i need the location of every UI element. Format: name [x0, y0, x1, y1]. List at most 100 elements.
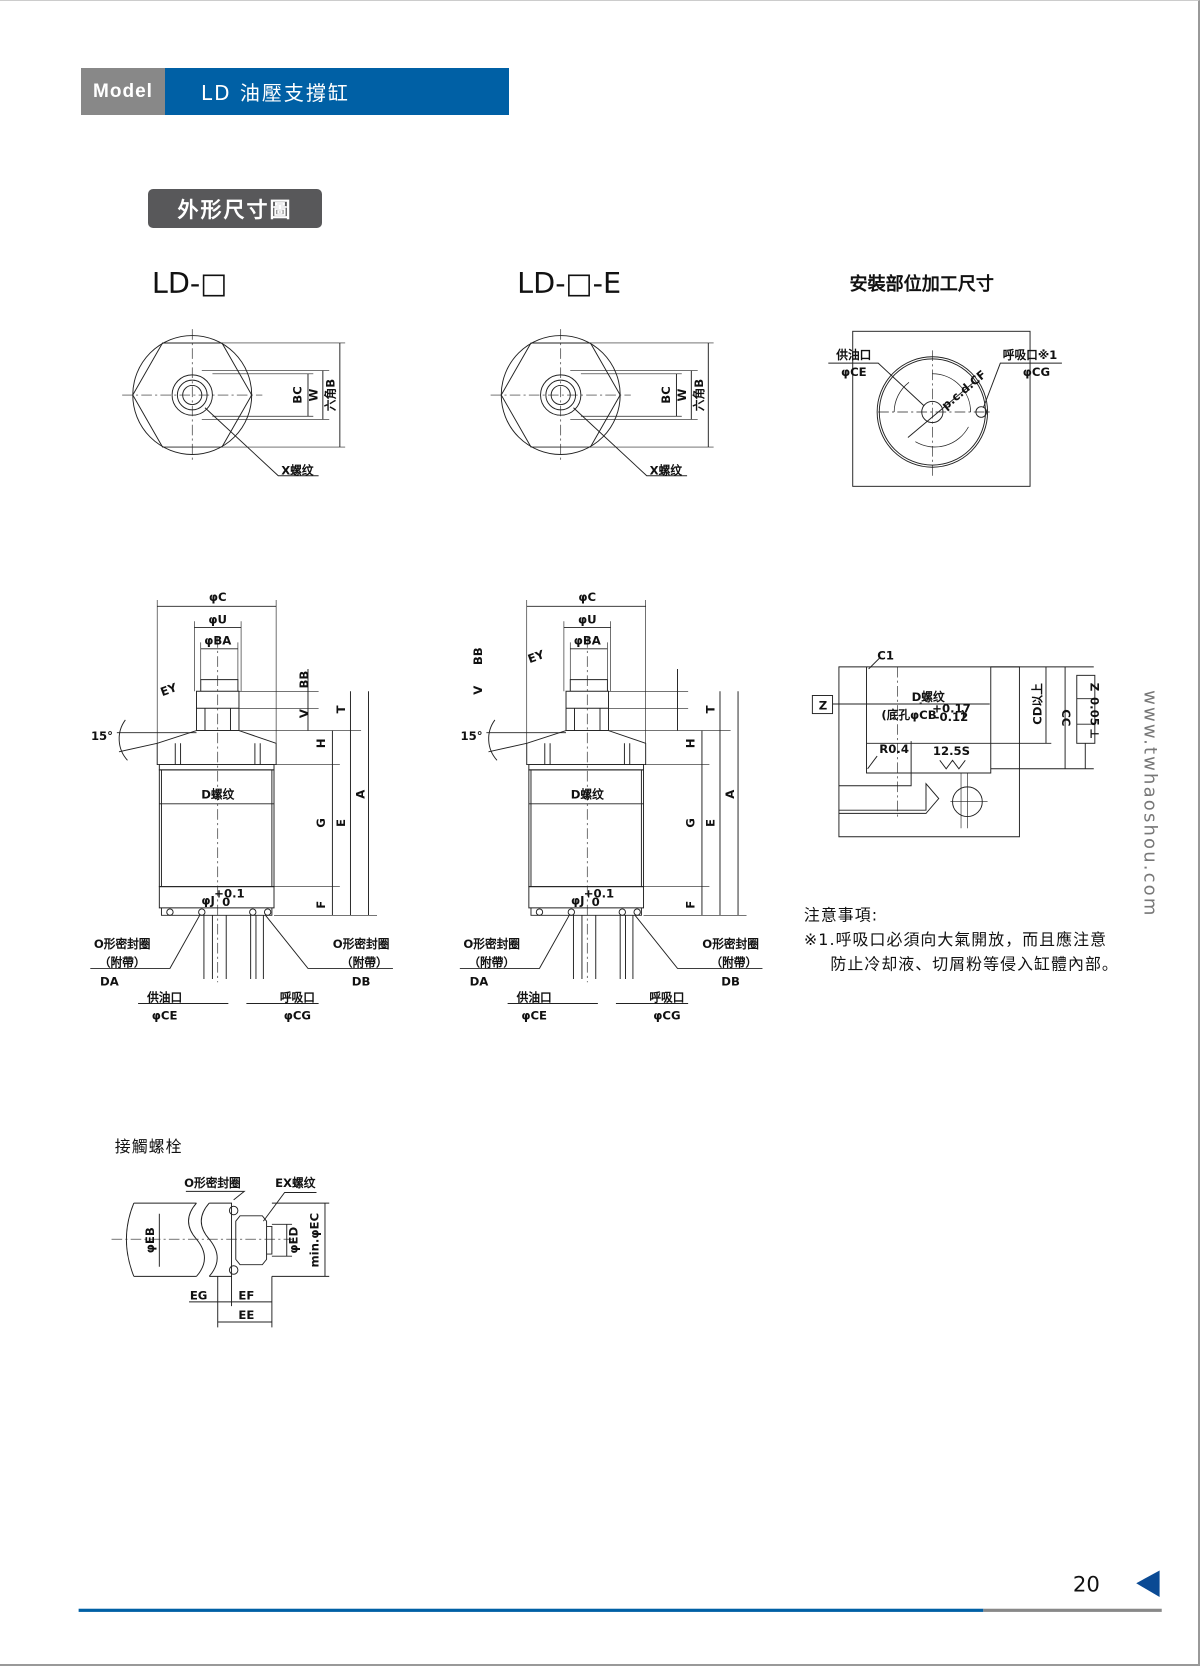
dimension-label: R0.4: [879, 742, 909, 756]
dimension-label: D螺纹: [201, 788, 234, 802]
o-ring-section: [198, 908, 206, 916]
dimension-label: -0.12: [935, 710, 969, 724]
dimension-label: φED: [286, 1227, 300, 1254]
dimension-label: φJ: [571, 894, 584, 908]
dimension-label: 0: [222, 895, 230, 909]
datum-box: [811, 695, 834, 715]
dimension-label: 供油口: [835, 348, 871, 362]
dimension-label: EE: [238, 1308, 254, 1322]
dimension-label: DA: [470, 974, 489, 988]
extension-line: [570, 342, 714, 448]
dimension-label: EG: [190, 1289, 208, 1303]
dimension-label: min.φEC: [308, 1213, 322, 1268]
center-line: [878, 350, 991, 476]
pcd-dimension-line: [907, 381, 975, 438]
dimension-label: Z: [819, 698, 827, 712]
model-label: Model: [81, 68, 165, 115]
o-ring-section: [249, 908, 257, 916]
dimension-label: φU: [208, 612, 227, 626]
dimension-label: 0: [592, 895, 600, 909]
o-ring-section: [535, 908, 544, 916]
dimension-label: A: [353, 790, 367, 799]
dimension-label: （附帶）: [99, 955, 146, 969]
o-ring-leader: [459, 915, 763, 969]
pcd-arc: [932, 373, 971, 413]
model-header-bar: Model LD 油壓支撐缸: [81, 68, 509, 115]
dimension-label: X螺纹: [281, 464, 314, 478]
dimension-label: 15°: [91, 729, 113, 743]
dimension-label: F: [684, 901, 698, 909]
port-lines: [572, 915, 634, 980]
dimension-line: [307, 342, 341, 448]
dimension-label: φC: [209, 590, 227, 604]
center-line: [490, 329, 631, 461]
extension-line: [526, 599, 646, 744]
dimension-label: EY: [158, 680, 179, 699]
dimension-label: 呼吸口※1: [1003, 348, 1057, 362]
dimension-label: EX螺纹: [275, 1176, 316, 1190]
dimension-line: [158, 1202, 330, 1277]
dimension-label: φBA: [204, 634, 231, 648]
dimension-label: φCG: [284, 1008, 311, 1022]
leader-supply: [828, 362, 925, 406]
extension-line: [201, 342, 346, 448]
dimension-label: +0.1: [584, 886, 614, 900]
dimension-label: X螺纹: [650, 464, 683, 478]
dimension-line: [189, 1276, 273, 1328]
section-title: 外形尺寸圖: [148, 189, 322, 228]
dimension-label: C1: [877, 648, 894, 662]
dimension-label: A: [723, 790, 737, 799]
dimension-label: O形密封圈: [463, 937, 520, 951]
roughness-symbol: [939, 759, 966, 770]
dimension-label: p.c.d.CF: [939, 367, 989, 412]
dimension-label: H: [314, 738, 328, 748]
groove: [528, 764, 645, 771]
dimension-label: BB: [471, 647, 485, 665]
dimension-label: O形密封圈: [333, 937, 390, 951]
view-title-ld-e: LD-□-E: [517, 266, 621, 300]
o-ring-section: [166, 908, 174, 916]
angle-arc: [118, 719, 128, 761]
dimension-label: φEB: [143, 1227, 157, 1253]
dimension-label: CC: [1059, 709, 1073, 726]
extension-line: [238, 690, 378, 916]
dimension-label: φBA: [574, 634, 601, 648]
dimension-label: H: [684, 738, 698, 748]
footer-rule-gray: [983, 1608, 1162, 1612]
o-ring-section: [567, 908, 575, 916]
center-line: [122, 329, 263, 461]
angle-arc: [488, 719, 498, 761]
model-title: LD 油壓支撐缸: [201, 81, 350, 105]
notes: 注意事項:※1.呼吸口必須向大氣開放，而且應注意防止冷却液、切屑粉等侵入缸體內部…: [804, 906, 1118, 974]
leader-line: [573, 407, 688, 477]
dimension-label: G: [684, 818, 698, 828]
breather-lines: [950, 773, 988, 829]
o-ring-section: [228, 1265, 239, 1275]
view-title-ld: LD-□: [152, 266, 227, 300]
dimension-label: T: [704, 705, 718, 713]
dimension-label: T: [334, 705, 348, 713]
mount-block: [852, 330, 1031, 487]
page-number: 20: [1073, 1573, 1100, 1598]
dimension-label: D螺纹: [912, 690, 945, 704]
dimension-label: EF: [238, 1289, 254, 1303]
dimension-label: CD以上: [1031, 683, 1045, 725]
view-title-mount: 安裝部位加工尺寸: [850, 273, 994, 295]
flange: [526, 730, 647, 766]
footer-rule-blue: [78, 1608, 984, 1612]
dimension-label: O形密封圈: [702, 937, 759, 951]
dimension-label: BB: [297, 671, 311, 689]
page-arrow-icon: [1136, 1570, 1160, 1598]
note-line: 防止冷却液、切屑粉等侵入缸體內部。: [830, 954, 1118, 973]
lower-body: [528, 886, 645, 916]
o-ring-leader: [90, 915, 393, 969]
supply-channel: [838, 741, 940, 814]
radius-leader: [867, 755, 878, 770]
dimension-label: φC: [578, 590, 596, 604]
dimension-label: φCG: [653, 1008, 680, 1022]
dimension-line: [307, 668, 369, 916]
